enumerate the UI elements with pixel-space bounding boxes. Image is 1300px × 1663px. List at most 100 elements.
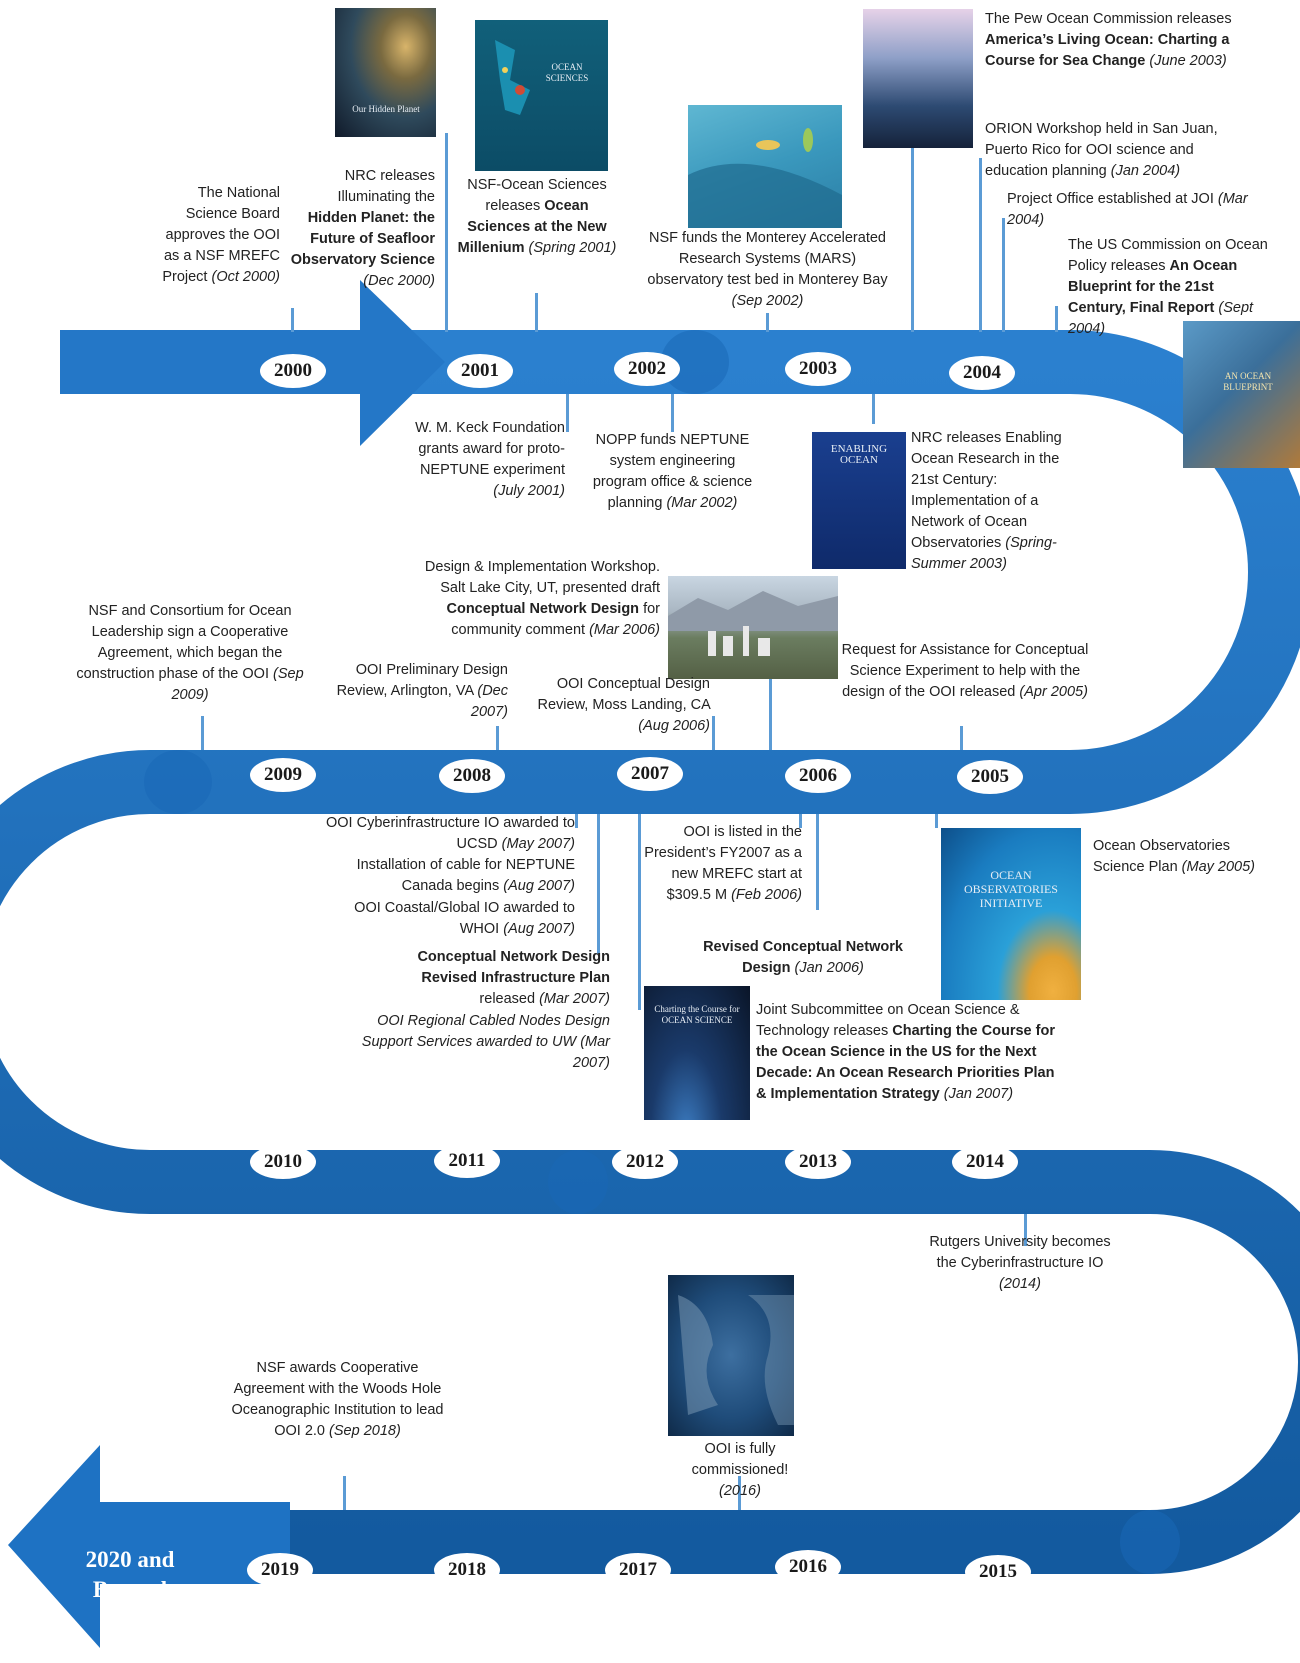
year-badge-2002: 2002 xyxy=(614,352,680,386)
event-date: (Dec 2000) xyxy=(363,273,435,289)
event-date: (Mar 2002) xyxy=(666,495,738,511)
year-badge-2019: 2019 xyxy=(247,1553,313,1587)
beyond-arrow xyxy=(8,1445,290,1648)
blueprint-cover: AN OCEAN BLUEPRINT xyxy=(1183,321,1300,468)
ooi-science-plan-cover: OCEAN OBSERVATORIES INITIATIVE xyxy=(941,828,1081,1000)
event-text: OOI Preliminary Design Review, Arlington… xyxy=(336,662,508,699)
charting-cover: Charting the Course for OCEAN SCIENCE xyxy=(644,986,750,1120)
event-text: OOI Cyberinfrastructure IO awarded to UC… xyxy=(325,815,575,852)
year-badge-2003: 2003 xyxy=(785,352,851,386)
event-title: An Ocean Blueprint for the 21st Century,… xyxy=(1068,258,1238,316)
event-text: Installation of cable for NEPTUNE Canada… xyxy=(356,857,575,894)
event-nrc-2000: NRC releases Illuminating the Hidden Pla… xyxy=(290,166,435,292)
event-text: OOI Regional Cabled Nodes Design Support… xyxy=(361,1013,610,1050)
event-joi: Project Office established at JOI (Mar 2… xyxy=(1007,189,1262,231)
year-badge-2005: 2005 xyxy=(957,760,1023,794)
event-text: NSF-Ocean Sciences releases xyxy=(467,177,607,214)
event-title: Conceptual Network Design xyxy=(446,601,640,617)
connector xyxy=(738,1476,741,1510)
event-date: (Aug 2007) xyxy=(503,878,575,894)
event-rcnd: Revised Conceptual Network Design (Jan 2… xyxy=(683,937,923,979)
event-orion: ORION Workshop held in San Juan, Puerto … xyxy=(985,119,1253,182)
event-keck: W. M. Keck Foundation grants award for p… xyxy=(405,418,565,502)
connector xyxy=(766,313,769,332)
event-text: OOI is listed in the President’s FY2007 … xyxy=(644,824,802,903)
event-fy2007: OOI is listed in the President’s FY2007 … xyxy=(640,822,802,906)
year-badge-2013: 2013 xyxy=(785,1145,851,1179)
connector xyxy=(712,716,715,750)
event-title: America’s Living Ocean: Charting a Cours… xyxy=(985,32,1230,69)
event-text: NSF awards Cooperative Agreement with th… xyxy=(231,1360,444,1439)
event-date: (Mar 2006) xyxy=(589,622,660,638)
event-text: The Pew Ocean Commission releases xyxy=(985,11,1232,27)
event-date: (Jan 2004) xyxy=(1110,163,1181,179)
connector xyxy=(1055,306,1058,332)
year-badge-2011: 2011 xyxy=(434,1144,500,1178)
connector xyxy=(911,148,914,332)
cover-title: OCEAN OBSERVATORIES INITIATIVE xyxy=(964,868,1058,910)
event-date: (Spring-Summer 2003) xyxy=(911,535,1057,572)
event-text: NRC releases Illuminating the xyxy=(337,168,435,205)
event-nopp: NOPP funds NEPTUNE system engineering pr… xyxy=(585,430,760,514)
event-pew: The Pew Ocean Commission releases Americ… xyxy=(985,9,1245,72)
year-badge-2010: 2010 xyxy=(250,1145,316,1179)
connector xyxy=(935,814,938,828)
year-badge-2007: 2007 xyxy=(617,757,683,791)
mars-photo xyxy=(688,105,842,228)
year-badge-2014: 2014 xyxy=(952,1145,1018,1179)
event-text: OOI Coastal/Global IO awarded to WHOI xyxy=(354,900,575,937)
event-text: ORION Workshop held in San Juan, Puerto … xyxy=(985,121,1218,179)
event-date: (Mar 2007) xyxy=(539,991,610,1007)
event-date: (2016) xyxy=(719,1483,761,1499)
event-rutgers: Rutgers University becomes the Cyberinfr… xyxy=(925,1232,1115,1295)
event-mars: NSF funds the Monterey Accelerated Resea… xyxy=(645,228,890,312)
event-cdr: OOI Conceptual Design Review, Moss Landi… xyxy=(530,674,710,737)
year-badge-2000: 2000 xyxy=(260,354,326,388)
event-text: Joint Subcommittee on Ocean Science & Te… xyxy=(756,1002,1020,1039)
year-badge-2001: 2001 xyxy=(447,354,513,388)
event-text: OOI is fully commissioned! xyxy=(691,1441,789,1478)
connector xyxy=(638,814,641,1010)
event-date: (Mar 2004) xyxy=(1007,191,1248,228)
enabling-cover: ENABLING OCEAN xyxy=(812,432,906,569)
connector xyxy=(872,394,875,424)
event-ci-2007: OOI Cyberinfrastructure IO awarded to UC… xyxy=(320,813,575,855)
event-nsb: The National Science Board approves the … xyxy=(160,183,280,288)
event-text: OOI Conceptual Design Review, Moss Landi… xyxy=(537,676,710,713)
hidden-planet-cover: Our Hidden Planet xyxy=(335,8,436,137)
connector xyxy=(671,394,674,432)
event-cable: Installation of cable for NEPTUNE Canada… xyxy=(320,855,575,897)
event-date: (Dec 2007) xyxy=(470,683,508,720)
event-date: (Spring 2001) xyxy=(528,240,617,256)
event-text: W. M. Keck Foundation grants award for p… xyxy=(415,420,565,478)
connector xyxy=(597,814,600,954)
event-slc-workshop: Design & Implementation Workshop. Salt L… xyxy=(405,557,660,641)
connector xyxy=(201,716,204,750)
connector xyxy=(1024,1214,1027,1246)
year-badge-2009: 2009 xyxy=(250,758,316,792)
event-coop-2009: NSF and Consortium for Ocean Leadership … xyxy=(70,601,310,706)
event-date: (2014) xyxy=(999,1276,1041,1292)
cover-title: Charting the Course for OCEAN SCIENCE xyxy=(654,1004,740,1025)
globe-map xyxy=(668,1275,794,1436)
event-title: Charting the Course for the Ocean Scienc… xyxy=(756,1023,1055,1102)
cover-title: Our Hidden Planet xyxy=(352,104,420,114)
event-title: Ocean Sciences at the New Millenium xyxy=(457,198,607,256)
connector xyxy=(979,158,982,332)
cover-title: AN OCEAN BLUEPRINT xyxy=(1223,371,1273,392)
event-pdr: OOI Preliminary Design Review, Arlington… xyxy=(330,660,508,723)
event-date: (May 2005) xyxy=(1181,859,1256,875)
connector xyxy=(1002,218,1005,332)
year-badge-2016: 2016 xyxy=(775,1550,841,1584)
connector xyxy=(769,676,772,750)
event-date: (Mar 2007) xyxy=(572,1034,610,1071)
connector xyxy=(496,726,499,750)
event-rcn: OOI Regional Cabled Nodes Design Support… xyxy=(340,1011,610,1074)
beyond-label: 2020 and Beyond xyxy=(70,1545,190,1605)
event-text: Design & Implementation Workshop. Salt L… xyxy=(424,559,660,596)
connector xyxy=(816,814,819,910)
event-date: (Sep 2018) xyxy=(329,1423,401,1439)
event-date: (Jan 2006) xyxy=(794,960,864,976)
